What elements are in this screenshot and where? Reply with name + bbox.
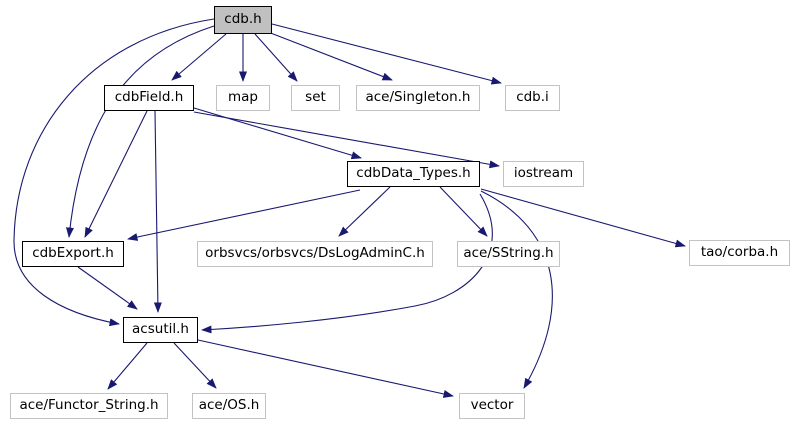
node-cdbData_Types_h[interactable]: cdbData_Types.h [347,161,480,187]
edge-cdbField_h-to-cdbData_Types_h [193,107,362,160]
edge-acsutil_h-to-ace_Functor_String_h [107,342,148,390]
edge-cdbExport_h-to-acsutil_h [77,266,138,310]
edge-acsutil_h-to-ace_OS_h [173,342,217,389]
node-acsutil_h[interactable]: acsutil.h [123,317,198,343]
edge-cdb_h-to-ace_Singleton_h [267,31,393,81]
edge-cdbData_Types_h-to-ace_SString_h [439,186,488,237]
node-iostream: iostream [503,161,584,187]
node-ace_OS_h: ace/OS.h [192,393,266,419]
node-set: set [291,85,340,111]
edge-cdb_h-to-cdbExport_h [65,25,215,238]
node-ace_Functor_String_h: ace/Functor_String.h [10,393,168,419]
edge-cdbField_h-to-cdbExport_h [84,110,148,238]
node-cdb_h: cdb.h [214,6,272,34]
node-ace_Singleton_h: ace/Singleton.h [356,85,480,111]
edge-cdb_h-to-acsutil_h [13,18,215,327]
edge-cdbField_h-to-acsutil_h [153,110,162,313]
node-cdbExport_h[interactable]: cdbExport.h [22,241,124,267]
edge-cdb_h-to-set [254,33,298,82]
edge-cdbField_h-to-iostream [193,111,500,169]
edge-cdbData_Types_h-to-vector [480,190,553,389]
node-DsLogAdminC_h: orbsvcs/orbsvcs/DsLogAdminC.h [197,241,433,267]
edge-cdb_h-to-cdb_i [271,23,502,85]
node-vector: vector [459,393,525,419]
edge-cdbData_Types_h-to-tao_corba_h [480,188,686,248]
node-cdbField_h[interactable]: cdbField.h [104,85,194,111]
edge-cdbData_Types_h-to-DsLogAdminC_h [338,186,391,237]
node-ace_SString_h: ace/SString.h [457,241,560,267]
node-tao_corba_h: tao/corba.h [689,240,790,266]
edge-cdbData_Types_h-to-cdbExport_h [127,189,361,241]
node-map: map [216,85,270,111]
edge-cdb_h-to-cdbField_h [171,33,227,81]
edges-group [13,18,686,398]
edge-acsutil_h-to-vector [197,339,454,398]
node-cdb_i: cdb.i [505,85,560,111]
